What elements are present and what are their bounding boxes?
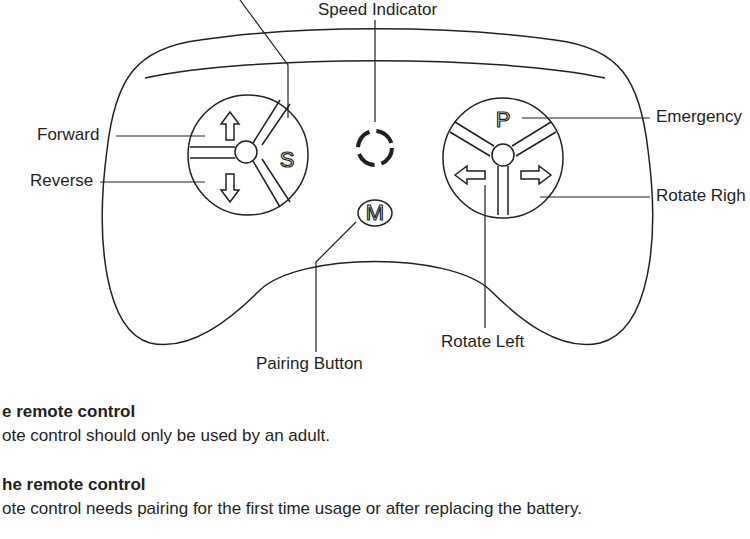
button-letter: S	[280, 149, 295, 171]
part-label: Forward	[37, 125, 99, 145]
part-label: Reverse	[30, 171, 93, 191]
right-pad-center	[492, 144, 514, 166]
rotate-right-arrow	[521, 166, 551, 184]
section-heading: he remote control	[2, 475, 146, 495]
part-label: Speed Indicator	[318, 0, 437, 20]
note-text: ote control should only be used by an ad…	[2, 426, 330, 446]
button-letter: M	[366, 202, 384, 224]
speed-indicator-ring	[358, 131, 392, 165]
button: S	[274, 146, 301, 174]
left-pad-dividers	[190, 100, 290, 207]
rotate-left-arrow	[455, 166, 485, 184]
part-label: Pairing Button	[256, 354, 363, 374]
button: P	[489, 106, 517, 134]
left-pad-center	[235, 141, 257, 163]
controller-body	[102, 29, 652, 345]
button-outline-shape	[358, 200, 392, 226]
part-label: Rotate Left	[441, 332, 524, 352]
part-label: Rotate Righ	[656, 186, 746, 206]
left-pad	[188, 95, 308, 215]
note-text: ote control needs pairing for the first …	[2, 499, 582, 519]
button-letter: P	[496, 109, 511, 131]
reverse-arrow	[221, 174, 239, 202]
leader-lines	[100, 0, 650, 352]
right-pad-dividers	[450, 122, 556, 215]
button: M	[357, 199, 393, 227]
section-heading: e remote control	[2, 402, 135, 422]
forward-arrow	[221, 112, 239, 140]
right-pad	[443, 98, 563, 218]
part-label: Emergency	[656, 107, 742, 127]
